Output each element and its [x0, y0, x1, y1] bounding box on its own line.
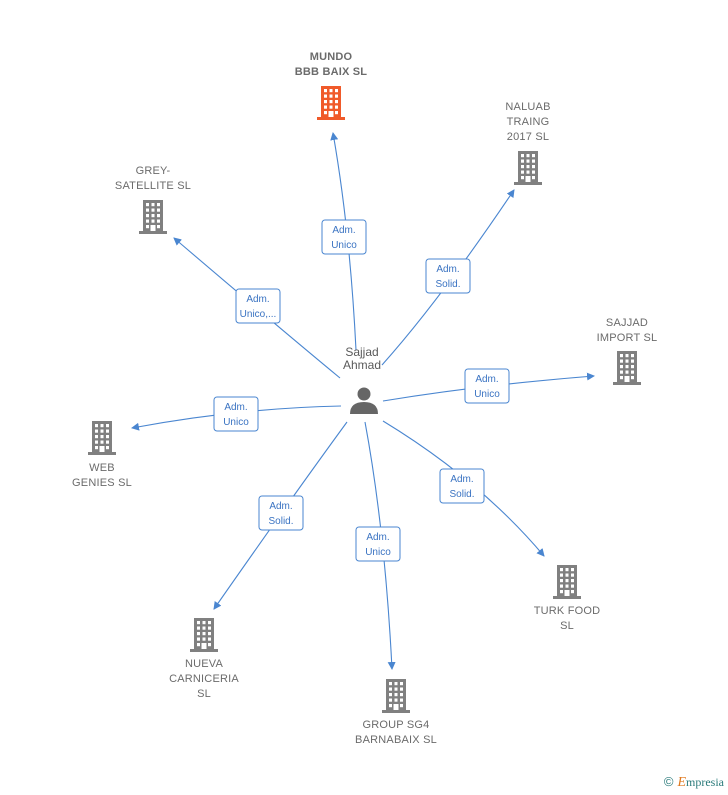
company-node-naluab[interactable]: NALUAB TRAING 2017 SL — [505, 101, 550, 185]
company-node-mundo[interactable]: MUNDO BBB BAIX SL — [295, 51, 368, 120]
company-node-grey[interactable]: GREY- SATELLITE SL — [115, 165, 191, 234]
relation-badge[interactable] — [321, 219, 367, 255]
person-name[interactable]: Sajjad — [345, 345, 378, 359]
copyright-footer: ©Empresia — [664, 774, 724, 791]
company-name[interactable]: BARNABAIX SL — [355, 734, 437, 746]
building-icon[interactable] — [317, 86, 345, 120]
relation-label: Solid. — [268, 516, 293, 527]
relation-edge-grey[interactable]: Adm. Unico,... — [173, 237, 341, 379]
company-name[interactable]: SL — [560, 620, 574, 632]
company-node-sajjad-import[interactable]: SAJJAD IMPORT SL — [597, 317, 658, 385]
company-name[interactable]: GROUP SG4 — [362, 719, 429, 731]
relation-label: Adm. — [475, 374, 498, 385]
company-node-nueva[interactable]: NUEVA CARNICERIA SL — [169, 618, 239, 700]
relation-badge[interactable] — [439, 468, 485, 504]
relation-edge-nueva[interactable]: Adm. Solid. — [213, 421, 348, 610]
relation-edge-sajjad-import[interactable]: Adm. Unico — [382, 368, 595, 404]
company-name[interactable]: MUNDO — [310, 51, 353, 63]
relation-label: Adm. — [450, 474, 473, 485]
relation-badge[interactable] — [235, 288, 281, 324]
company-name[interactable]: GREY- — [136, 165, 171, 177]
building-icon[interactable] — [514, 151, 542, 185]
building-icon[interactable] — [613, 351, 641, 385]
relation-label: Unico,... — [240, 309, 277, 320]
building-icon[interactable] — [88, 421, 116, 455]
company-name[interactable]: SAJJAD — [606, 317, 648, 329]
building-icon[interactable] — [139, 200, 167, 234]
relation-label: Adm. — [269, 501, 292, 512]
relation-edge-turk-food[interactable]: Adm. Solid. — [382, 420, 545, 557]
relation-label: Adm. — [366, 532, 389, 543]
relation-label: Solid. — [449, 489, 474, 500]
brand-logo-initial: E — [677, 775, 686, 790]
company-name[interactable]: GENIES SL — [72, 477, 132, 489]
relation-badge[interactable] — [258, 495, 304, 531]
copyright-icon: © — [663, 774, 674, 789]
relation-edge-group-sg4[interactable]: Adm. Unico — [355, 421, 401, 670]
relation-edge-web-genies[interactable]: Adm. Unico — [131, 396, 342, 432]
building-icon[interactable] — [553, 565, 581, 599]
relation-edge-mundo[interactable]: Adm. Unico — [321, 132, 367, 351]
person-name[interactable]: Ahmad — [343, 358, 381, 372]
brand-name: mpresia — [686, 775, 724, 789]
relation-label: Unico — [331, 240, 357, 251]
company-name[interactable]: NALUAB — [505, 101, 550, 113]
company-name[interactable]: IMPORT SL — [597, 332, 658, 344]
company-name[interactable]: 2017 SL — [507, 131, 549, 143]
relation-badge[interactable] — [464, 368, 510, 404]
company-name[interactable]: SL — [197, 688, 211, 700]
relation-badge[interactable] — [355, 526, 401, 562]
relation-label: Unico — [474, 389, 500, 400]
company-name[interactable]: TRAING — [507, 116, 550, 128]
company-name[interactable]: TURK FOOD — [534, 605, 601, 617]
relation-badge[interactable] — [425, 258, 471, 294]
company-name[interactable]: CARNICERIA — [169, 673, 239, 685]
relation-badge[interactable] — [213, 396, 259, 432]
relation-label: Unico — [365, 547, 391, 558]
relation-label: Adm. — [224, 402, 247, 413]
company-node-turk-food[interactable]: TURK FOOD SL — [534, 565, 601, 632]
company-name[interactable]: NUEVA — [185, 658, 224, 670]
relation-label: Solid. — [435, 279, 460, 290]
company-name[interactable]: WEB — [89, 462, 115, 474]
company-name[interactable]: BBB BAIX SL — [295, 66, 368, 78]
company-node-web-genies[interactable]: WEB GENIES SL — [72, 421, 132, 489]
company-name[interactable]: SATELLITE SL — [115, 180, 191, 192]
relation-label: Adm. — [436, 264, 459, 275]
relation-edge-naluab[interactable]: Adm. Solid. — [381, 189, 515, 366]
relation-label: Unico — [223, 417, 249, 428]
relation-label: Adm. — [246, 294, 269, 305]
person-icon — [350, 387, 378, 414]
relation-label: Adm. — [332, 225, 355, 236]
building-icon[interactable] — [190, 618, 218, 652]
building-icon[interactable] — [382, 679, 410, 713]
